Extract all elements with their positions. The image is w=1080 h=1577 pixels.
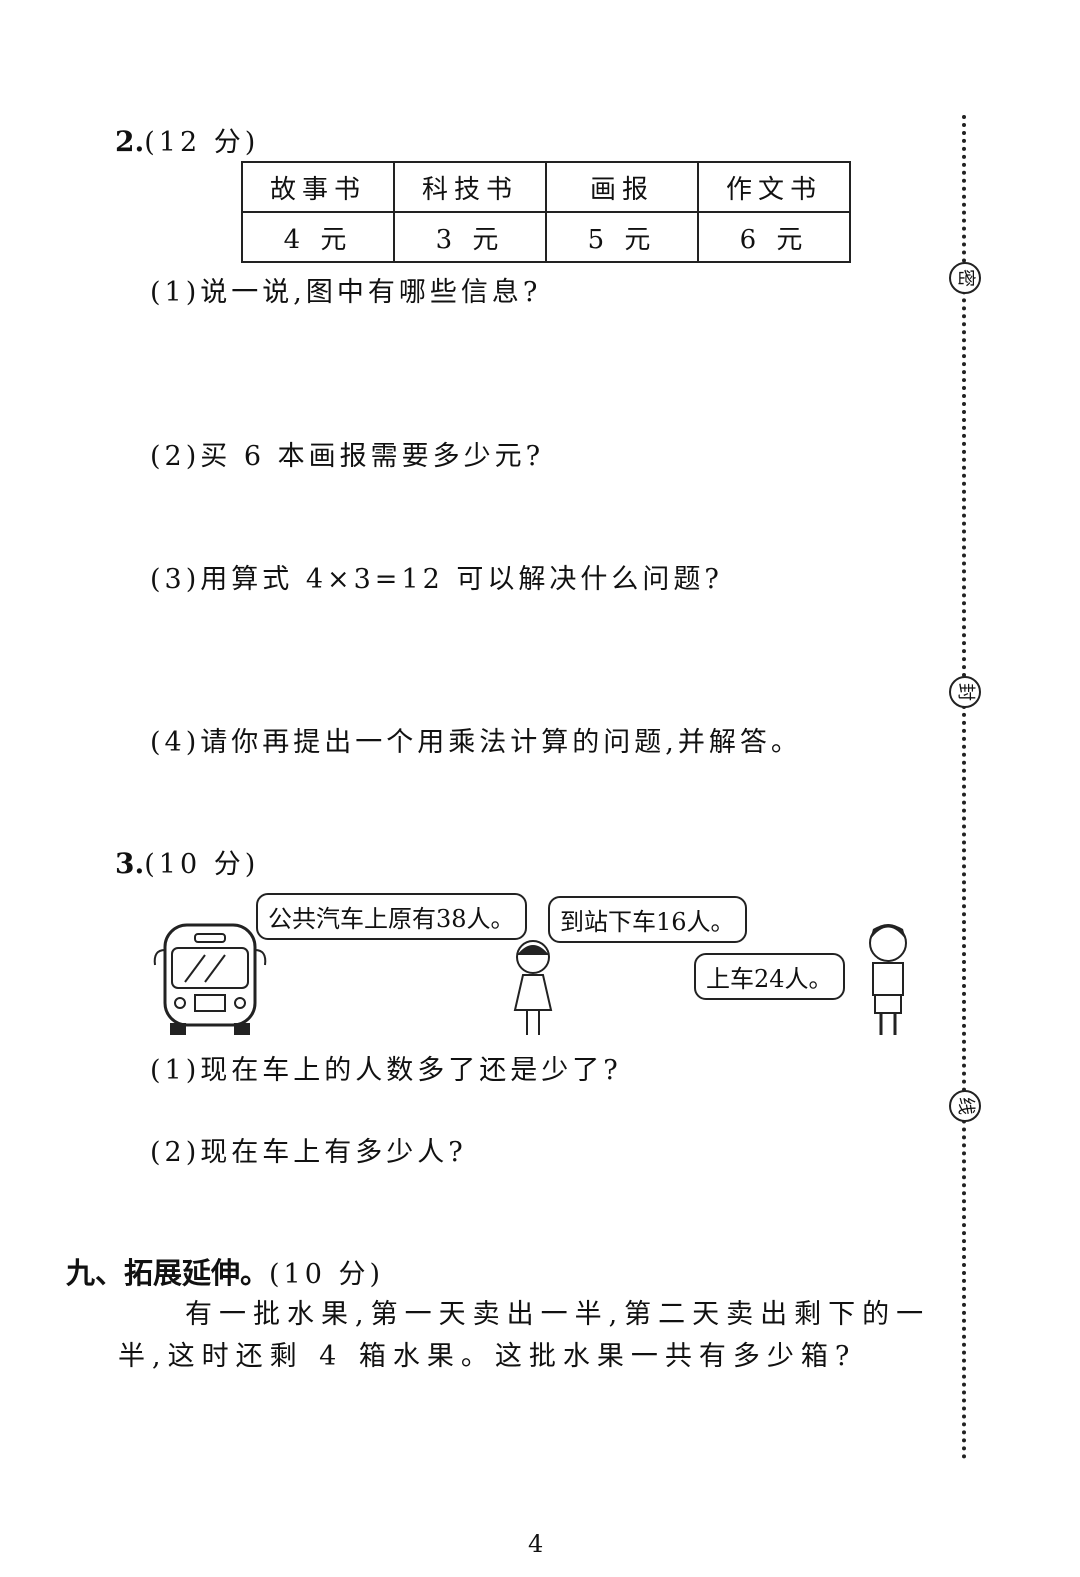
seal-xian: 线 [949, 1090, 981, 1122]
table-header: 画报 [545, 161, 699, 213]
speech-bubble-bus: 公共汽车上原有38人。 [256, 893, 527, 940]
seal-feng: 封 [949, 676, 981, 708]
section-9-text-line-1: 有一批水果,第一天卖出一半,第二天卖出剩下的一 [185, 1299, 931, 1330]
q2-sub-1: (1)说一说,图中有哪些信息? [150, 277, 542, 308]
bus-illustration [153, 923, 267, 1035]
q2-sub-2: (2)买 6 本画报需要多少元? [150, 441, 545, 472]
speech-bubble-boy: 上车24人。 [694, 953, 845, 1000]
q3-number: 3. [115, 847, 145, 880]
seal-mi: 密 [949, 262, 981, 294]
section-9-text-line-2: 半,这时还剩 4 箱水果。这批水果一共有多少箱? [118, 1341, 857, 1372]
section-9-heading: 九、拓展延伸。(10 分) [66, 1250, 384, 1292]
q2-sub-3: (3)用算式 4×3=12 可以解决什么问题? [150, 564, 723, 595]
table-cell: 5 元 [545, 211, 699, 263]
q3-points: (10 分) [144, 849, 260, 880]
table-cell: 6 元 [697, 211, 851, 263]
table-header: 故事书 [241, 161, 395, 213]
q3-sub-1: (1)现在车上的人数多了还是少了? [150, 1055, 622, 1086]
speech-bubble-girl: 到站下车16人。 [548, 896, 747, 943]
q2-heading: 2.(12 分) [115, 120, 259, 159]
table-cell: 4 元 [241, 211, 395, 263]
table-cell: 3 元 [393, 211, 547, 263]
section-9-points: (10 分) [269, 1259, 385, 1290]
girl-illustration [513, 940, 553, 1035]
q2-sub-4: (4)请你再提出一个用乘法计算的问题,并解答。 [150, 727, 802, 758]
q3-sub-2: (2)现在车上有多少人? [150, 1137, 467, 1168]
q3-heading: 3.(10 分) [115, 842, 259, 881]
boy-illustration [869, 924, 907, 1035]
table-header: 作文书 [697, 161, 851, 213]
binding-dotted-line [962, 115, 966, 1460]
page-number: 4 [528, 1530, 544, 1558]
table-header: 科技书 [393, 161, 547, 213]
q2-points: (12 分) [144, 127, 260, 158]
q2-number: 2. [115, 125, 145, 158]
section-9-title: 九、拓展延伸。 [66, 1256, 270, 1290]
